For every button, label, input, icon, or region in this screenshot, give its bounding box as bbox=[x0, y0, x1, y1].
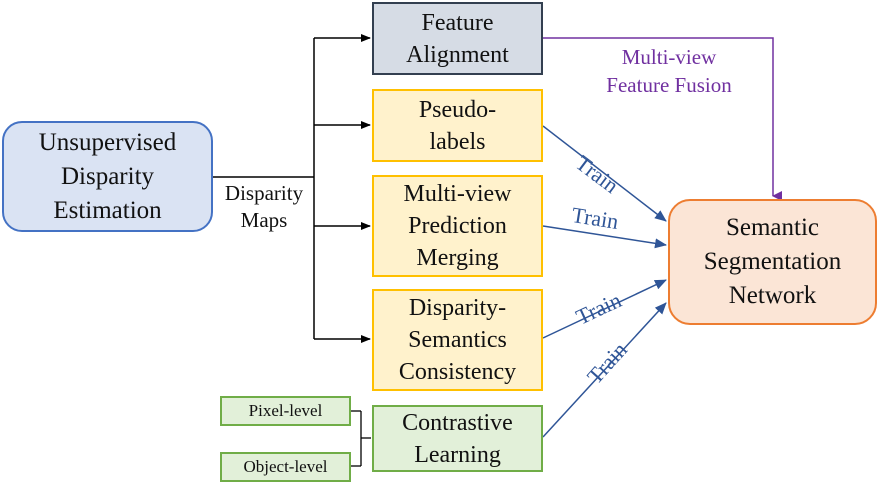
pixel-level-node: Pixel-level bbox=[220, 396, 351, 426]
pseudo-labels-label: Pseudo- labels bbox=[418, 96, 497, 155]
fusion-arrow bbox=[543, 37, 782, 201]
multiview-merging-label: Multi-view Prediction Merging bbox=[403, 181, 512, 271]
feature-alignment-node: Feature Alignment bbox=[372, 2, 543, 75]
train-arrow-merging bbox=[542, 225, 667, 249]
contrastive-learning-label: Contrastive Learning bbox=[402, 409, 513, 468]
segmentation-network-node: Semantic Segmentation Network bbox=[668, 199, 877, 325]
disparity-semantics-node: Disparity- Semantics Consistency bbox=[372, 289, 543, 391]
disparity-maps-connector bbox=[212, 34, 371, 343]
segmentation-network-label: Semantic Segmentation Network bbox=[703, 214, 842, 309]
pixel-level-label: Pixel-level bbox=[248, 401, 323, 420]
object-level-node: Object-level bbox=[220, 452, 351, 482]
train-arrow-contrastive bbox=[542, 302, 667, 438]
level-brace bbox=[351, 410, 371, 467]
fusion-label: Multi-view Feature Fusion bbox=[606, 45, 732, 97]
feature-alignment-label: Feature Alignment bbox=[406, 9, 509, 68]
multiview-merging-node: Multi-view Prediction Merging bbox=[372, 175, 543, 277]
unsupervised-disparity-node: Unsupervised Disparity Estimation bbox=[2, 121, 213, 232]
disparity-semantics-label: Disparity- Semantics Consistency bbox=[398, 295, 517, 385]
train-arrow-pseudo bbox=[542, 125, 667, 222]
disparity-maps-label: Disparity Maps bbox=[224, 181, 304, 232]
object-level-label: Object-level bbox=[243, 457, 328, 476]
unsupervised-disparity-label: Unsupervised Disparity Estimation bbox=[38, 128, 177, 224]
contrastive-learning-node: Contrastive Learning bbox=[372, 405, 543, 472]
pseudo-labels-node: Pseudo- labels bbox=[372, 89, 543, 162]
train-arrow-consistency bbox=[542, 279, 667, 339]
